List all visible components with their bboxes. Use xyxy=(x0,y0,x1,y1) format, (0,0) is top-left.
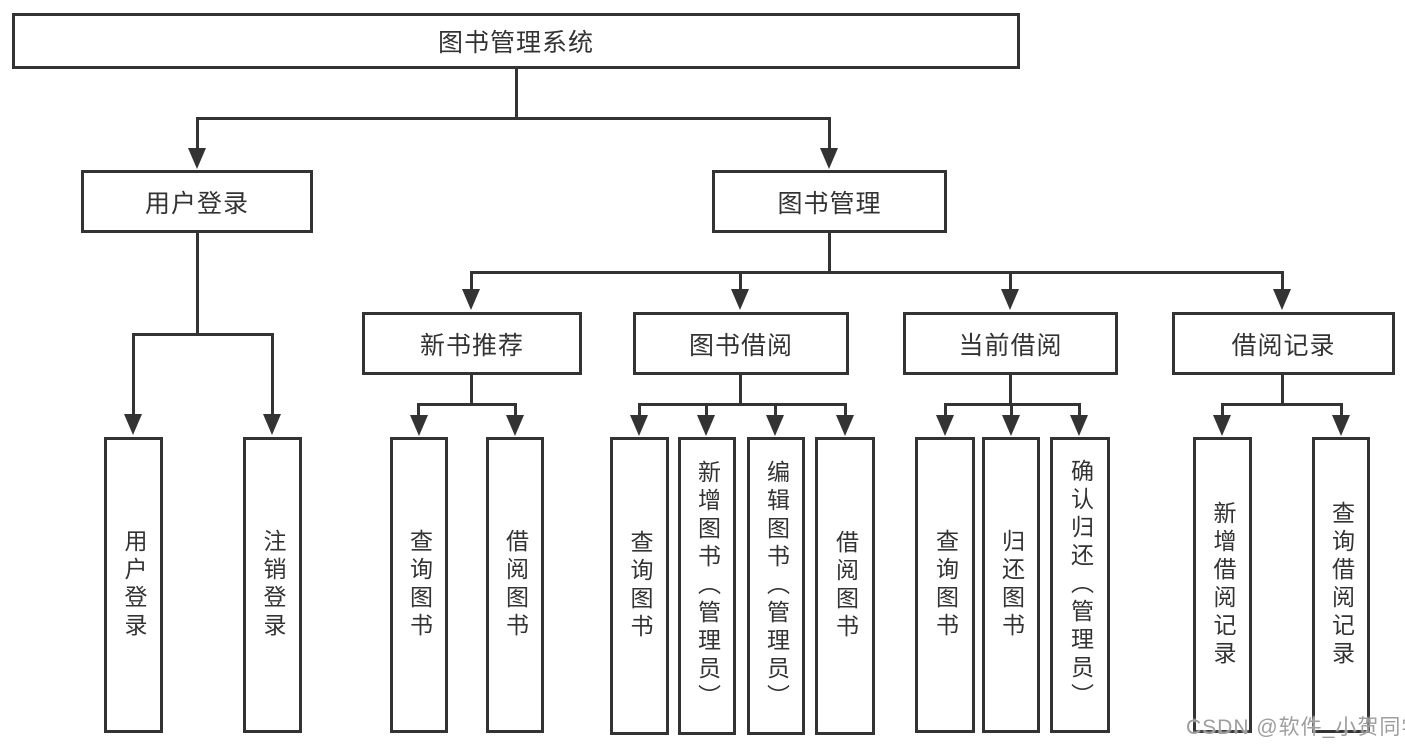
arrow-down-icon xyxy=(263,414,281,435)
connector-line xyxy=(1281,271,1284,290)
arrow-down-icon xyxy=(462,289,480,310)
leaf-borrow-books: 借阅图书 xyxy=(815,437,875,735)
node-library-management-system: 图书管理系统 xyxy=(12,13,1020,69)
leaf-confirm-return-admin: 确认归还（管理员） xyxy=(1050,437,1110,733)
connector-line xyxy=(944,403,947,416)
node-book-borrow: 图书借阅 xyxy=(633,312,849,375)
leaf-add-borrow-record: 新增借阅记录 xyxy=(1193,437,1252,733)
connector-line xyxy=(1009,271,1012,290)
arrow-down-icon xyxy=(506,415,524,436)
arrow-down-icon xyxy=(936,415,954,436)
connector-line xyxy=(705,403,708,416)
connector-line xyxy=(132,333,135,415)
arrow-down-icon xyxy=(836,415,854,436)
connector-line xyxy=(196,117,831,120)
arrow-down-icon xyxy=(410,415,428,436)
arrow-down-icon xyxy=(697,415,715,436)
connector-line xyxy=(417,403,420,416)
node-book-management: 图书管理 xyxy=(712,170,947,233)
leaf-query-books-recommend: 查询图书 xyxy=(390,437,448,733)
node-user-login: 用户登录 xyxy=(81,170,313,233)
connector-line xyxy=(828,232,831,274)
leaf-borrow-books-recommend: 借阅图书 xyxy=(486,437,544,733)
connector-line xyxy=(514,403,517,416)
connector-line xyxy=(638,403,847,406)
arrow-down-icon xyxy=(1213,415,1231,436)
connector-line xyxy=(844,403,847,416)
connector-line xyxy=(1340,403,1343,416)
leaf-logout-login: 注销登录 xyxy=(243,437,302,733)
arrow-down-icon xyxy=(630,415,648,436)
leaf-edit-books-admin: 编辑图书（管理员） xyxy=(747,437,805,735)
connector-line xyxy=(196,232,199,336)
connector-line xyxy=(774,403,777,416)
connector-line xyxy=(739,271,742,290)
connector-line xyxy=(515,69,518,117)
connector-line xyxy=(417,403,517,406)
connector-line xyxy=(196,117,199,148)
arrow-down-icon xyxy=(766,415,784,436)
leaf-query-borrow-record: 查询借阅记录 xyxy=(1312,437,1370,733)
arrow-down-icon xyxy=(1332,415,1350,436)
connector-line xyxy=(1221,403,1343,406)
connector-line xyxy=(1281,375,1284,406)
leaf-query-books-current: 查询图书 xyxy=(915,437,975,733)
leaf-user-login: 用户登录 xyxy=(104,437,163,733)
connector-line xyxy=(828,117,831,148)
arrow-down-icon xyxy=(820,148,838,169)
arrow-down-icon xyxy=(188,148,206,169)
connector-line xyxy=(1009,375,1012,406)
leaf-query-books-borrow: 查询图书 xyxy=(610,437,669,735)
arrow-down-icon xyxy=(731,289,749,310)
connector-line xyxy=(1078,403,1081,416)
connector-line xyxy=(470,271,473,290)
node-new-book-recommend: 新书推荐 xyxy=(362,312,582,375)
arrow-down-icon xyxy=(1070,415,1088,436)
leaf-add-books-admin: 新增图书（管理员） xyxy=(678,437,736,735)
connector-line xyxy=(1221,403,1224,416)
connector-line xyxy=(470,271,1284,274)
connector-line xyxy=(739,375,742,406)
arrow-down-icon xyxy=(1273,289,1291,310)
connector-line xyxy=(271,333,274,415)
connector-line xyxy=(132,333,273,336)
connector-line xyxy=(638,403,641,416)
connector-line xyxy=(1010,403,1013,416)
arrow-down-icon xyxy=(1002,415,1020,436)
csdn-watermark: CSDN @软件_小贺同学 xyxy=(1186,716,1405,739)
arrow-down-icon xyxy=(124,414,142,435)
node-borrow-records: 借阅记录 xyxy=(1172,312,1395,375)
connector-line xyxy=(470,375,473,406)
arrow-down-icon xyxy=(1001,289,1019,310)
node-current-borrow: 当前借阅 xyxy=(903,312,1118,375)
leaf-return-books: 归还图书 xyxy=(982,437,1040,733)
